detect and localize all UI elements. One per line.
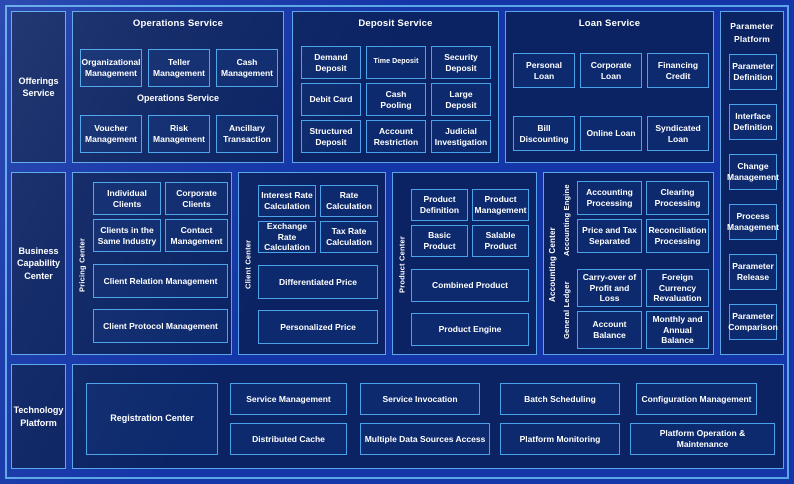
group-vlabel-accounting-center: Accounting Center xyxy=(548,227,557,302)
panel-title-loan-service: Loan Service xyxy=(578,18,641,29)
group-sublabel-general-ledger: General Ledger xyxy=(562,281,571,339)
tile-debit-card[interactable]: Debit Card xyxy=(301,83,361,116)
tile-time-deposit[interactable]: Time Deposit xyxy=(366,46,426,79)
tile-clearing-processing[interactable]: Clearing Processing xyxy=(646,181,709,215)
panel-deposit-service[interactable]: Deposit Service Demand Deposit Time Depo… xyxy=(292,11,499,163)
tile-corporate-loan[interactable]: Corporate Loan xyxy=(580,53,642,88)
group-client-center[interactable]: Client Center Interest Rate Calculation … xyxy=(238,172,386,355)
tile-voucher-management[interactable]: Voucher Management xyxy=(80,115,142,153)
tile-accounting-processing[interactable]: Accounting Processing xyxy=(577,181,642,215)
panel-parameter-platform[interactable]: Parameter Platform Parameter Definition … xyxy=(720,11,784,355)
panel-loan-service[interactable]: Loan Service Personal Loan Corporate Loa… xyxy=(505,11,714,163)
tile-product-definition[interactable]: Product Definition xyxy=(411,189,468,221)
panel-operations-service[interactable]: Operations Service Organizational Manage… xyxy=(72,11,284,163)
tile-corporate-clients[interactable]: Corporate Clients xyxy=(165,182,228,215)
tile-product-management[interactable]: Product Management xyxy=(472,189,529,221)
tile-online-loan[interactable]: Online Loan xyxy=(580,116,642,151)
tile-foreign-currency-revaluation[interactable]: Foreign Currency Revaluation xyxy=(646,269,709,307)
tile-organizational-management[interactable]: Organizational Management xyxy=(80,49,142,87)
tile-batch-scheduling[interactable]: Batch Scheduling xyxy=(500,383,620,415)
tile-salable-product[interactable]: Salable Product xyxy=(472,225,529,257)
tile-syndicated-loan[interactable]: Syndicated Loan xyxy=(647,116,709,151)
tile-large-deposit[interactable]: Large Deposit xyxy=(431,83,491,116)
tile-platform-monitoring[interactable]: Platform Monitoring xyxy=(500,423,620,455)
tile-reconciliation-processing[interactable]: Reconciliation Processing xyxy=(646,219,709,253)
parameter-item-interface-definition[interactable]: Interface Definition xyxy=(729,104,777,140)
tile-basic-product[interactable]: Basic Product xyxy=(411,225,468,257)
tile-individual-clients[interactable]: Individual Clients xyxy=(93,182,161,215)
panel-technology-platform[interactable]: Registration Center Service Management S… xyxy=(72,364,784,469)
group-pricing-center[interactable]: Pricing Center Individual Clients Corpor… xyxy=(72,172,232,355)
tile-rate-calculation[interactable]: Rate Calculation xyxy=(320,185,378,217)
tile-cash-pooling[interactable]: Cash Pooling xyxy=(366,83,426,116)
tile-account-balance[interactable]: Account Balance xyxy=(577,311,642,349)
parameter-item-process-management[interactable]: Process Management xyxy=(727,204,779,240)
tile-structured-deposit[interactable]: Structured Deposit xyxy=(301,120,361,153)
tile-registration-center[interactable]: Registration Center xyxy=(86,383,218,455)
tile-carry-over-of-profit-and-loss[interactable]: Carry-over of Profit and Loss xyxy=(577,269,642,307)
tile-demand-deposit[interactable]: Demand Deposit xyxy=(301,46,361,79)
group-vlabel-client-center: Client Center xyxy=(243,239,253,290)
group-product-center[interactable]: Product Center Product Definition Produc… xyxy=(392,172,537,355)
diagram-frame xyxy=(5,5,789,479)
panel-title-operations-service-duplicate: Operations Service xyxy=(136,93,220,103)
group-vlabel-product-center: Product Center xyxy=(397,236,407,293)
parameter-item-parameter-definition[interactable]: Parameter Definition xyxy=(729,54,777,90)
tile-account-restriction[interactable]: Account Restriction xyxy=(366,120,426,153)
tile-judicial-investigation[interactable]: Judicial Investigation xyxy=(431,120,491,153)
tile-combined-product[interactable]: Combined Product xyxy=(411,269,529,302)
tile-service-management[interactable]: Service Management xyxy=(230,383,347,415)
tile-differentiated-price[interactable]: Differentiated Price xyxy=(258,265,378,299)
parameter-item-parameter-comparison[interactable]: Parameter Comparison xyxy=(728,304,778,340)
parameter-item-parameter-release[interactable]: Parameter Release xyxy=(729,254,777,290)
tile-exchange-rate-calculation[interactable]: Exchange Rate Calculation xyxy=(258,221,316,253)
tile-financing-credit[interactable]: Financing Credit xyxy=(647,53,709,88)
tile-client-protocol-management[interactable]: Client Protocol Management xyxy=(93,309,228,343)
panel-title-operations-service: Operations Service xyxy=(132,18,224,29)
tile-tax-rate-calculation[interactable]: Tax Rate Calculation xyxy=(320,221,378,253)
tile-distributed-cache[interactable]: Distributed Cache xyxy=(230,423,347,455)
tile-bill-discounting[interactable]: Bill Discounting xyxy=(513,116,575,151)
tile-security-deposit[interactable]: Security Deposit xyxy=(431,46,491,79)
row-label-offerings-service: Offerings Service xyxy=(11,11,66,163)
tile-risk-management[interactable]: Risk Management xyxy=(148,115,210,153)
tile-client-relation-management[interactable]: Client Relation Management xyxy=(93,264,228,298)
parameter-item-change-management[interactable]: Change Management xyxy=(727,154,779,190)
group-vlabel-pricing-center: Pricing Center xyxy=(77,237,87,292)
tile-clients-in-the-same-industry[interactable]: Clients in the Same Industry xyxy=(93,219,161,252)
row-label-technology-platform: Technology Platform xyxy=(11,364,66,469)
tile-price-and-tax-separated[interactable]: Price and Tax Separated xyxy=(577,219,642,253)
group-accounting-center[interactable]: Accounting Center Accounting Engine Gene… xyxy=(543,172,714,355)
tile-personalized-price[interactable]: Personalized Price xyxy=(258,310,378,344)
row-label-business-capability-center: Business Capability Center xyxy=(11,172,66,355)
tile-cash-management[interactable]: Cash Management xyxy=(216,49,278,87)
tile-teller-management[interactable]: Teller Management xyxy=(148,49,210,87)
tile-multiple-data-sources-access[interactable]: Multiple Data Sources Access xyxy=(360,423,490,455)
tile-monthly-and-annual-balance[interactable]: Monthly and Annual Balance xyxy=(646,311,709,349)
tile-personal-loan[interactable]: Personal Loan xyxy=(513,53,575,88)
panel-title-deposit-service: Deposit Service xyxy=(358,18,433,29)
tile-contact-management[interactable]: Contact Management xyxy=(165,219,228,252)
panel-title-parameter-platform: Parameter Platform xyxy=(730,21,774,44)
group-sublabel-accounting-engine: Accounting Engine xyxy=(562,184,571,256)
tile-service-invocation[interactable]: Service Invocation xyxy=(360,383,480,415)
tile-product-engine[interactable]: Product Engine xyxy=(411,313,529,346)
tile-configuration-management[interactable]: Configuration Management xyxy=(636,383,757,415)
tile-platform-operation-and-maintenance[interactable]: Platform Operation & Maintenance xyxy=(630,423,775,455)
tile-interest-rate-calculation[interactable]: Interest Rate Calculation xyxy=(258,185,316,217)
tile-ancillary-transaction[interactable]: Ancillary Transaction xyxy=(216,115,278,153)
